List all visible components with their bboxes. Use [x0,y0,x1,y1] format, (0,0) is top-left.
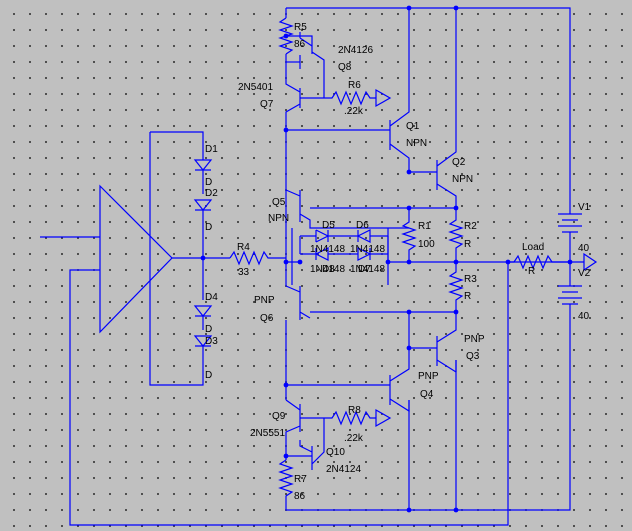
label-q4-value: PNP [418,371,439,382]
diode-d2[interactable] [193,199,213,258]
resistor-r6[interactable] [324,88,392,108]
diode-d5[interactable] [300,229,340,243]
label-v2-name: V2 [578,268,591,279]
label-d6-name: D6 [356,220,369,231]
label-d3-value: D [205,370,212,381]
label-d4-name: D4 [205,292,218,303]
label-load-name: Load [522,242,544,253]
label-q6-value: PNP [254,295,275,306]
label-r5-name: R5 [294,22,307,33]
transistor-q7[interactable] [285,62,325,130]
label-d6-value: 1N4148 [350,244,385,255]
resistor-r3[interactable] [448,262,464,312]
label-r4-name: R4 [237,242,250,253]
diode-d8[interactable] [300,247,340,261]
feedback-wire [69,262,509,526]
diode-d3[interactable] [193,335,213,362]
label-q10-name: Q10 [326,447,345,458]
resistor-load[interactable] [508,254,570,270]
label-d8-name: D8 [322,264,335,275]
label-d5-name: D5 [322,220,335,231]
diode-d6[interactable] [340,229,388,243]
label-r7-value: 86 [294,491,306,502]
resistor-r8[interactable] [324,408,392,428]
label-d2-value: D [205,222,212,233]
opamp-triangle[interactable] [99,184,173,334]
transistor-q4[interactable] [389,348,410,413]
label-q4-name: Q4 [420,389,434,400]
label-load-value: R [528,266,535,277]
label-r6-name: R6 [348,80,361,91]
label-d1-name: D1 [205,144,218,155]
transistor-q8[interactable] [286,32,325,76]
label-d4-value: D [205,324,212,335]
label-q3-name: Q3 [466,351,480,362]
label-q8-name: Q8 [338,62,352,73]
label-d1-value: D [205,177,212,188]
battery-v1[interactable] [558,205,582,262]
resistor-r7[interactable] [278,459,294,498]
label-r8-value: .22k [344,433,364,444]
label-r6-value: .22k [344,106,364,117]
label-d5-value: 1N4148 [310,244,345,255]
transistor-q9[interactable] [285,399,325,440]
resistor-r1[interactable] [401,208,417,262]
junction-dots [200,5,573,513]
label-r1-name: R1 [418,221,431,232]
label-q2-value: NPN [452,174,473,185]
resistor-r4[interactable] [229,250,286,266]
transistor-q5[interactable] [285,189,409,262]
label-r7-name: R7 [294,474,307,485]
resistor-r2[interactable] [448,208,464,262]
label-d3-name: D3 [205,336,218,347]
label-v1-name: V1 [578,202,591,213]
positive-rail [285,7,571,205]
label-q8-value: 2N4126 [338,45,373,56]
label-d7-name: D7 [358,264,371,275]
diode-d4[interactable] [193,258,213,330]
diode-d7[interactable] [340,247,388,261]
label-q7-value: 2N5401 [238,82,273,93]
label-q10-value: 2N4124 [326,464,361,475]
label-v2-value: 40 [578,311,590,322]
label-r2-value: R [464,239,471,250]
label-r2-name: R2 [464,221,477,232]
label-r8-name: R8 [348,405,361,416]
transistor-q6[interactable] [285,262,456,320]
transistor-q3[interactable] [409,312,457,373]
battery-v2[interactable] [558,262,582,315]
transistor-q1[interactable] [389,110,410,172]
label-d8-value-2: 1N4148 [310,264,345,275]
label-q6-name: Q6 [260,313,274,324]
label-q7-name: Q7 [260,99,274,110]
label-d2-name: D2 [205,188,218,199]
transistor-q2[interactable] [409,150,457,208]
transistor-q10[interactable] [285,440,325,470]
negative-rail [285,315,571,511]
label-r4-value: 33 [238,267,250,278]
label-r3-value: R [464,291,471,302]
label-q9-name: Q9 [272,411,286,422]
label-q2-name: Q2 [452,157,466,168]
label-d7-value: 1N4148 [350,264,385,275]
label-q1-value: NPN [406,138,427,149]
label-q3-value: PNP [464,334,485,345]
label-q9-value: 2N5551 [250,428,285,439]
label-r1-value: 100 [418,239,435,250]
label-q1-name: Q1 [406,121,420,132]
label-q5-name: Q5 [272,197,286,208]
label-r5-value: 86 [294,39,306,50]
label-r3-name: R3 [464,274,477,285]
label-q5-value: NPN [268,213,289,224]
label-v1-value: 40 [578,243,590,254]
diode-d1[interactable] [193,155,213,194]
